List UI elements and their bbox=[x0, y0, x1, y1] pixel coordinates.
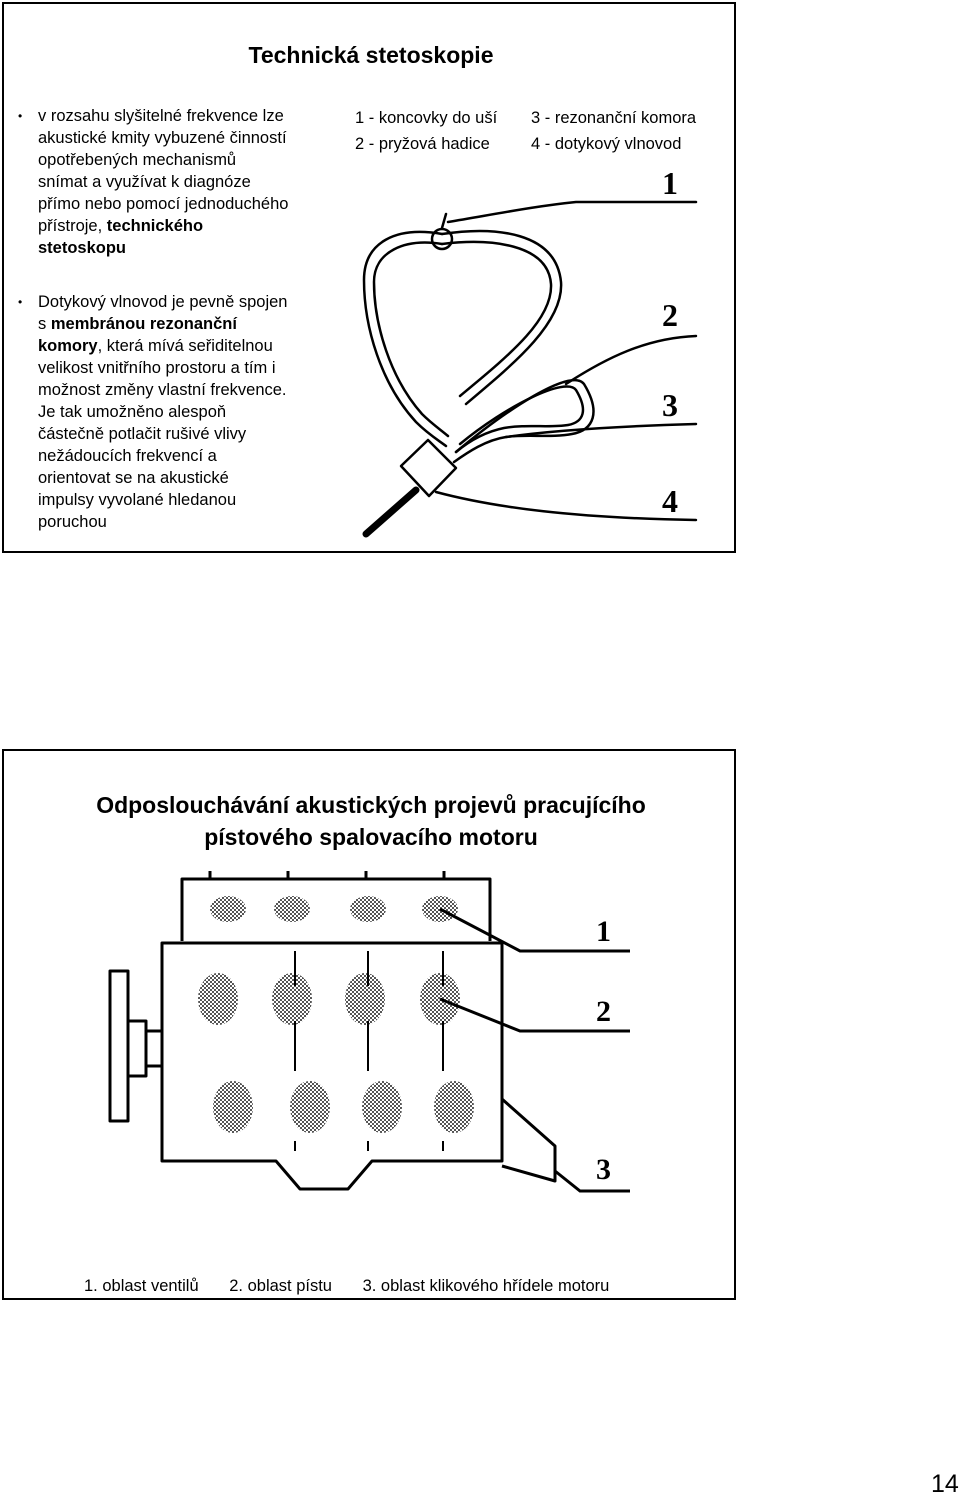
valve-icon bbox=[274, 896, 310, 922]
text-line: nežádoucích frekvencí a bbox=[38, 447, 217, 465]
caption: 2. oblast pístu bbox=[229, 1277, 332, 1295]
text-bold: membránou rezonanční bbox=[50, 315, 237, 333]
ear-tip-stem bbox=[440, 212, 448, 230]
leader-line-1 bbox=[439, 907, 630, 953]
legend-item: 2 - pryžová hadice bbox=[355, 135, 490, 153]
text-bold: stetoskopu bbox=[38, 239, 127, 257]
text-line: částečně potlačit rušivé vlivy bbox=[38, 425, 247, 443]
cylinder-icon bbox=[198, 973, 238, 1025]
resonance-chamber bbox=[399, 438, 458, 498]
ear-tube-right-outer bbox=[440, 229, 563, 406]
ear-tip-icon bbox=[430, 227, 454, 251]
text-line: poruchou bbox=[38, 513, 107, 531]
ear-tube-inner bbox=[372, 241, 450, 438]
leader-line-2 bbox=[439, 997, 630, 1033]
crank-icon bbox=[362, 1081, 402, 1133]
diagram-label: 3 bbox=[596, 1153, 611, 1186]
crank-icon bbox=[290, 1081, 330, 1133]
bullet-list-intro: v rozsahu slyšitelné frekvence lze akust… bbox=[14, 105, 334, 259]
leader-line-4 bbox=[434, 490, 698, 522]
slide-engine-listening: Odposlouchávání akustických projevů prac… bbox=[2, 749, 736, 1300]
text-line: akustické kmity vybuzené činností bbox=[38, 129, 287, 147]
valve-cover-bolts bbox=[208, 871, 446, 879]
engine-block bbox=[160, 941, 504, 1191]
diagram-label: 2 bbox=[662, 297, 678, 333]
bullet-list-detail: Dotykový vlnovod je pevně spojen s membr… bbox=[14, 291, 334, 533]
leader-line-2 bbox=[564, 334, 698, 386]
text-line: impulsy vyvolané hledanou bbox=[38, 491, 237, 509]
crank-icon bbox=[434, 1081, 474, 1133]
text-line: přímo nebo pomocí jednoduchého bbox=[38, 195, 289, 213]
caption: 3. oblast klikového hřídele motoru bbox=[362, 1277, 610, 1295]
diagram-label: 4 bbox=[662, 483, 678, 519]
leader-line-1 bbox=[446, 200, 698, 224]
diagram-label: 2 bbox=[596, 995, 611, 1028]
crank-icon bbox=[213, 1081, 253, 1133]
diagram-label: 1 bbox=[596, 915, 611, 948]
caption: 1. oblast ventilů bbox=[84, 1277, 199, 1295]
cylinder-icon bbox=[272, 973, 312, 1025]
text-line: , která mívá seřiditelnou bbox=[97, 337, 273, 355]
crankshaft-cone bbox=[501, 1097, 557, 1183]
valve-cover bbox=[180, 877, 492, 941]
bullet-item: v rozsahu slyšitelné frekvence lze akust… bbox=[14, 105, 334, 259]
text-line: snímat a využívat k diagnóze bbox=[38, 173, 251, 191]
text-line: orientovat se na akustické bbox=[38, 469, 229, 487]
title-line: pístového spalovacího motoru bbox=[204, 824, 538, 850]
diagram-label: 3 bbox=[662, 387, 678, 423]
diagram-label: 1 bbox=[662, 165, 678, 201]
hose-loop-inner bbox=[454, 385, 585, 454]
leader-line-3 bbox=[504, 422, 698, 439]
valve-icon bbox=[210, 896, 246, 922]
text-line: velikost vnitřního prostoru a tím i bbox=[38, 359, 276, 377]
text-line: s bbox=[38, 315, 51, 333]
hose-loop-outer bbox=[452, 378, 595, 464]
slide-stethoscopy: Technická stetoskopie v rozsahu slyšitel… bbox=[2, 2, 736, 553]
waveguide-rod bbox=[362, 486, 420, 538]
text-line: opotřebených mechanismů bbox=[38, 151, 237, 169]
cylinder-icon bbox=[345, 973, 385, 1025]
page-number: 14 bbox=[931, 1470, 959, 1498]
pulley-hub bbox=[128, 1019, 162, 1078]
engine-diagram: 1 2 3 bbox=[108, 871, 630, 1193]
leader-line-3 bbox=[554, 1169, 630, 1193]
text-line: možnost změny vlastní frekvence. bbox=[38, 381, 287, 399]
legend-item: 4 - dotykový vlnovod bbox=[531, 135, 682, 153]
stethoscope-diagram: 1 2 3 4 bbox=[362, 165, 698, 538]
legend-item: 3 - rezonanční komora bbox=[531, 109, 697, 127]
title-line: Odposlouchávání akustických projevů prac… bbox=[96, 792, 646, 818]
text-bold: technického bbox=[106, 217, 204, 235]
ear-tube-outer bbox=[362, 230, 448, 448]
text-line: přístroje, bbox=[38, 217, 107, 235]
pulley bbox=[108, 969, 130, 1123]
slide-title: Technická stetoskopie bbox=[248, 42, 494, 68]
slide-title: Odposlouchávání akustických projevů prac… bbox=[4, 789, 738, 853]
caption-row: 1. oblast ventilů 2. oblast pístu 3. obl… bbox=[84, 1277, 635, 1296]
text-line: v rozsahu slyšitelné frekvence lze bbox=[38, 107, 284, 125]
text-line: Dotykový vlnovod je pevně spojen bbox=[38, 293, 288, 311]
text-bold: komory bbox=[38, 337, 98, 355]
legend-column-left: 1 - koncovky do uší 2 - pryžová hadice bbox=[355, 105, 497, 157]
text-line: Je tak umožněno alespoň bbox=[38, 403, 227, 421]
bullet-item: Dotykový vlnovod je pevně spojen s membr… bbox=[14, 291, 334, 533]
legend-item: 1 - koncovky do uší bbox=[355, 109, 498, 127]
valve-icon bbox=[350, 896, 386, 922]
ear-tube-right-inner bbox=[440, 240, 553, 398]
legend-column-right: 3 - rezonanční komora 4 - dotykový vlnov… bbox=[531, 105, 696, 157]
engine-parts bbox=[198, 896, 474, 1133]
